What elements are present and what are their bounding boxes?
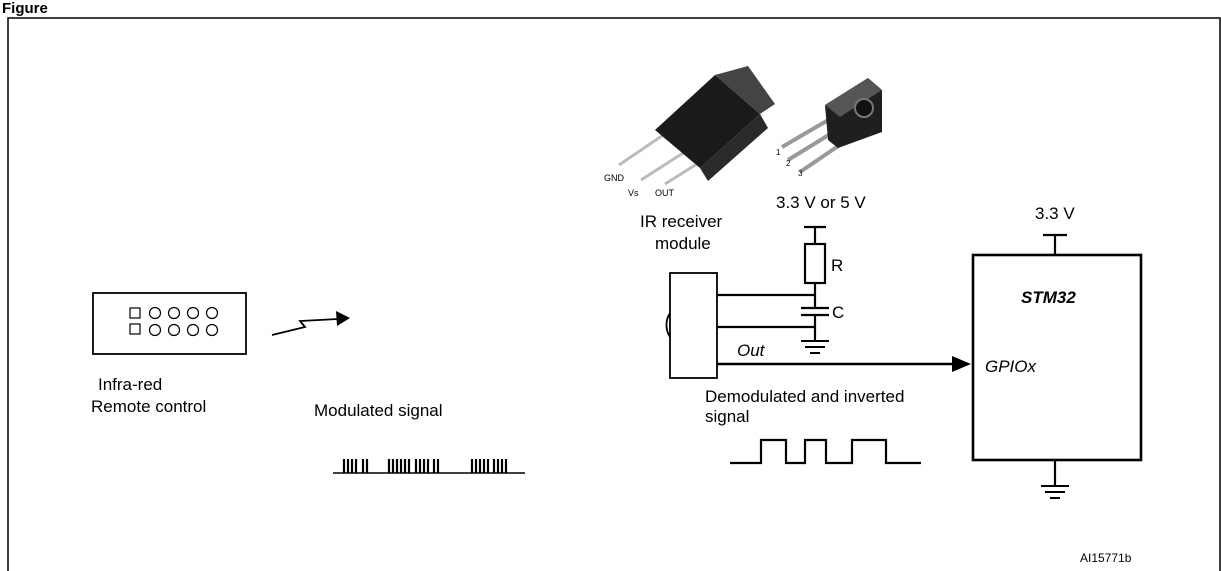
mcu-supply-label: 3.3 V	[1035, 204, 1075, 223]
demodulated-label-line2: signal	[705, 407, 750, 426]
out-signal-label: Out	[737, 341, 765, 360]
pin-number-2: 2	[786, 159, 791, 168]
pin-label-gnd: GND	[604, 173, 624, 183]
remote-label-line1: Infra-red	[98, 375, 163, 394]
ir-beam-arrow-icon	[271, 311, 350, 336]
pin-label-vs: Vs	[628, 188, 639, 198]
modulated-signal-label: Modulated signal	[314, 401, 443, 420]
module-supply-label: 3.3 V or 5 V	[776, 193, 866, 212]
gpio-pin-label: GPIOx	[985, 357, 1037, 376]
ground-symbol-stm32	[1041, 485, 1069, 499]
remote-control-icon	[92, 292, 247, 355]
modulated-signal-waveform	[333, 459, 525, 474]
resistor-r	[803, 242, 827, 285]
pin-number-1: 1	[776, 148, 781, 157]
ir-module-label-line1: IR receiver	[640, 212, 723, 231]
demodulated-signal-waveform	[730, 438, 921, 465]
stm32-block	[971, 233, 1143, 486]
ir-module-label-line2: module	[655, 234, 711, 253]
resistor-label: R	[831, 256, 844, 275]
out-signal-line	[717, 356, 971, 372]
ir-receiver-photo-1	[618, 66, 775, 186]
ir-receiver-module-symbol	[665, 272, 718, 379]
pin-number-3: 3	[798, 169, 803, 178]
ground-symbol-module	[801, 340, 829, 354]
capacitor-label: C	[832, 303, 845, 322]
remote-label-line2: Remote control	[91, 397, 207, 416]
stm32-label: STM32	[1021, 288, 1076, 307]
figure-title: Figure	[2, 0, 48, 17]
demodulated-label-line1: Demodulated and inverted	[705, 387, 905, 406]
figure-frame	[7, 17, 1221, 571]
ir-receiver-photo-2	[780, 78, 882, 174]
pin-label-out: OUT	[655, 188, 674, 198]
rc-filter-network	[717, 225, 829, 341]
figure-ref-id: AI15771b	[1080, 551, 1132, 565]
